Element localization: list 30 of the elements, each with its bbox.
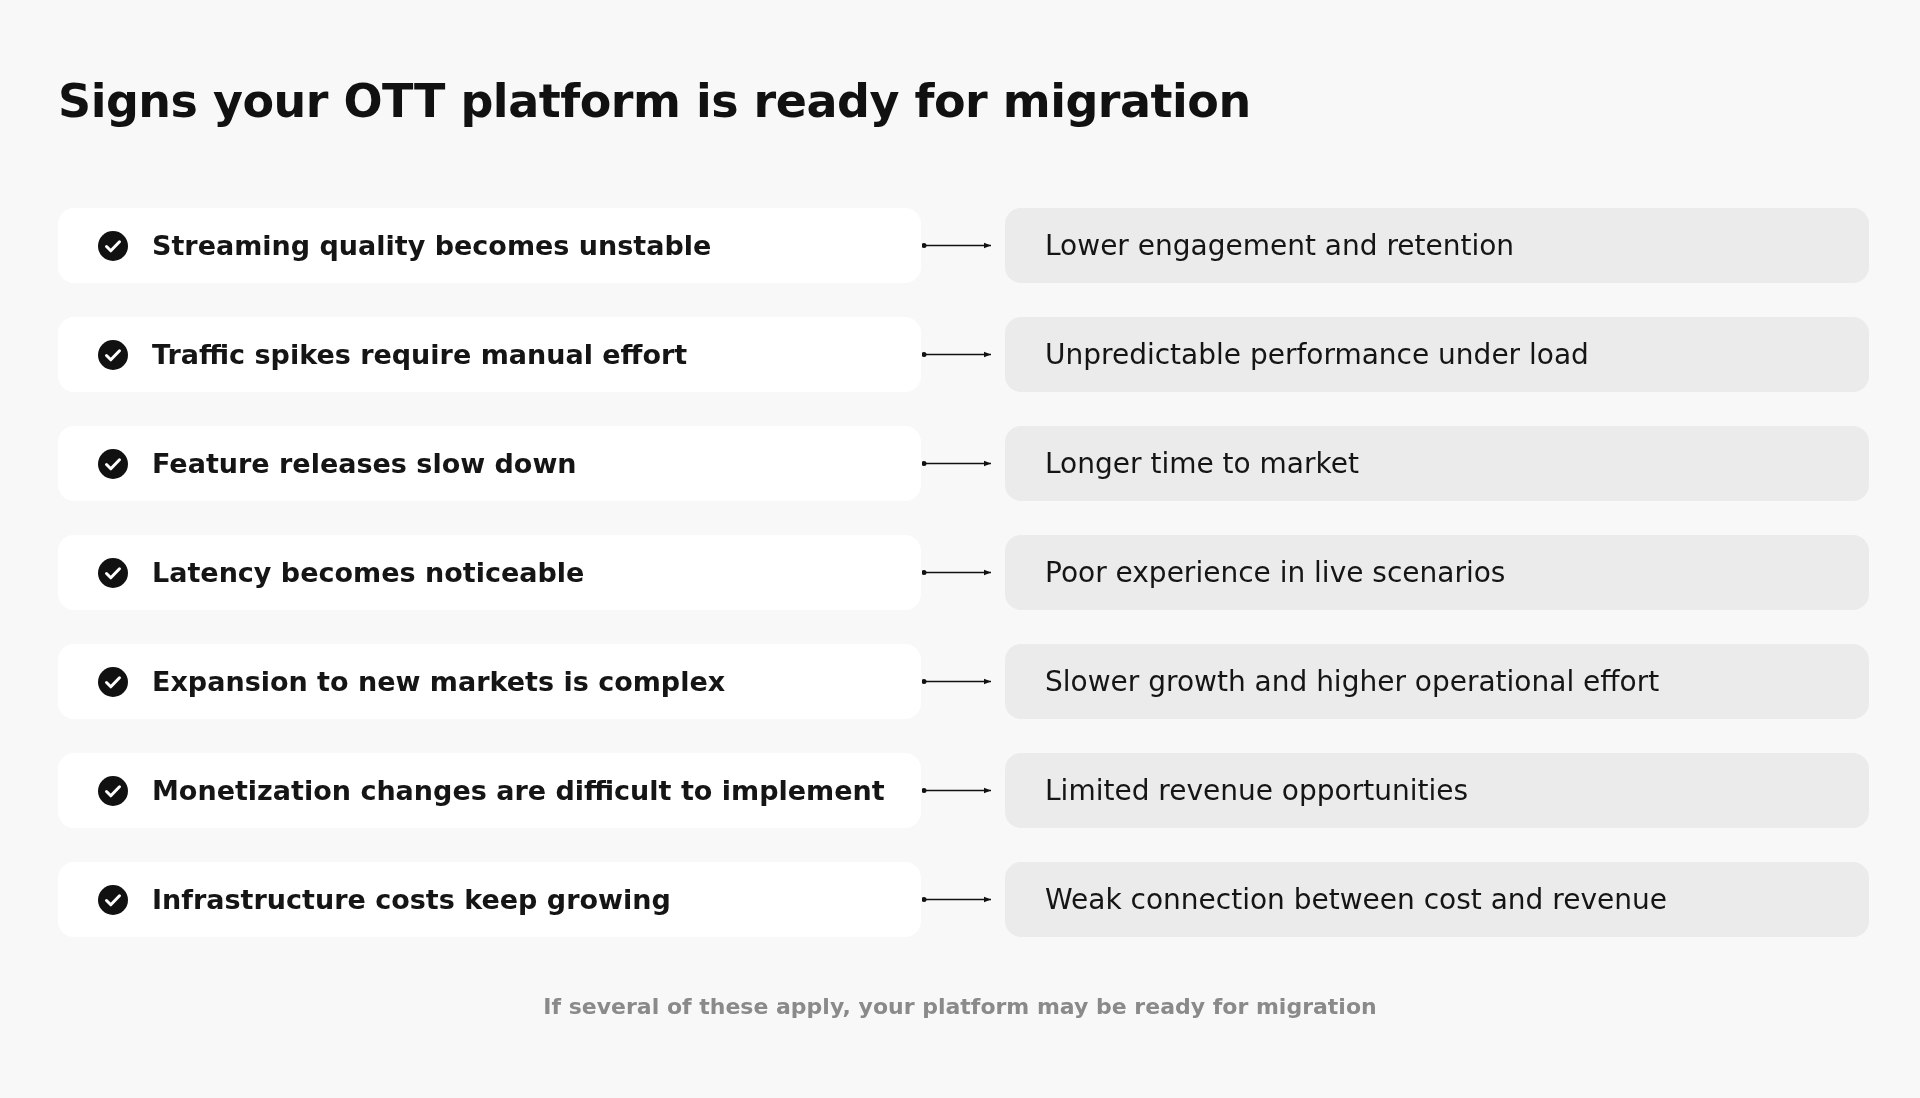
effect-text: Unpredictable performance under load [1045, 338, 1589, 371]
effect-text: Longer time to market [1045, 447, 1359, 480]
effect-text: Weak connection between cost and revenue [1045, 883, 1667, 916]
sign-card [58, 426, 921, 501]
arrow [921, 351, 992, 358]
sign-text: Streaming quality becomes unstable [152, 230, 712, 261]
title: Signs your OTT platform is ready for migration [58, 74, 1251, 128]
arrow [921, 678, 992, 685]
sign-text: Monetization changes are difficult to implement [152, 775, 885, 806]
sign-card [58, 535, 921, 610]
arrow [921, 896, 992, 903]
effect-text: Lower engagement and retention [1045, 229, 1515, 262]
effect-text: Poor experience in live scenarios [1045, 556, 1506, 589]
effect-text: Limited revenue opportunities [1045, 774, 1468, 807]
sign-text: Infrastructure costs keep growing [152, 884, 671, 915]
arrow [921, 242, 992, 249]
sign-text: Traffic spikes require manual effort [152, 339, 688, 370]
sign-card [58, 644, 921, 719]
sign-card [58, 317, 921, 392]
sign-card [58, 753, 921, 828]
arrow [921, 787, 992, 794]
sign-text: Feature releases slow down [152, 448, 577, 479]
arrow [921, 460, 992, 467]
sign-card [58, 208, 921, 283]
sign-card [58, 862, 921, 937]
sign-text: Expansion to new markets is complex [152, 666, 726, 697]
effect-text: Slower growth and higher operational effort [1045, 665, 1660, 698]
sign-text: Latency becomes noticeable [152, 557, 585, 588]
caption: If several of these apply, your platform may be ready for migration [542, 994, 1378, 1019]
arrow [921, 569, 992, 576]
